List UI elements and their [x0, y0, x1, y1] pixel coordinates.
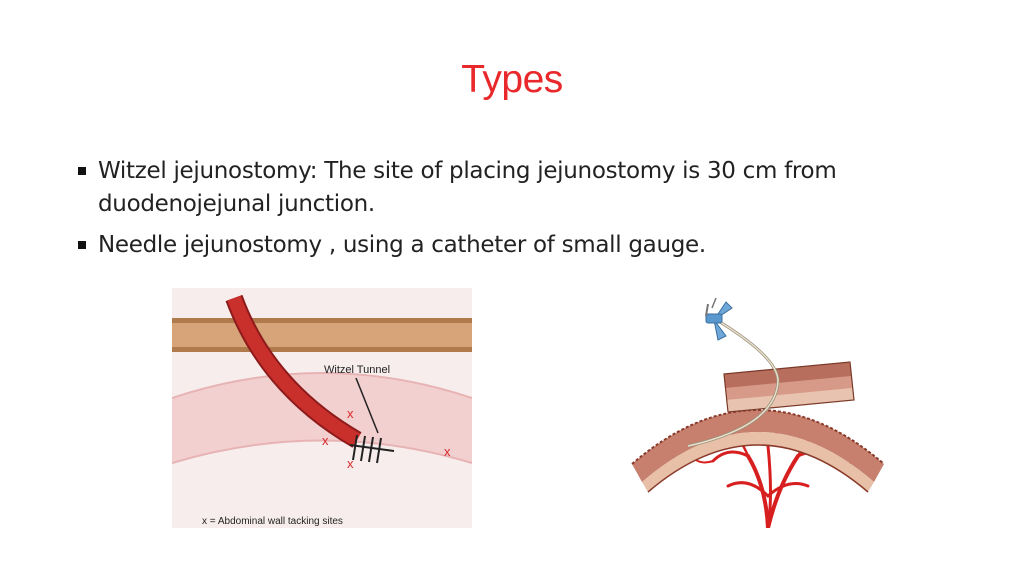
bullet-item: Needle jejunostomy , using a catheter of…	[78, 229, 938, 262]
bullet-list: Witzel jejunostomy: The site of placing …	[78, 155, 938, 262]
tacking-site-marker: x	[347, 456, 354, 471]
bullet-text: Witzel jejunostomy: The site of placing …	[98, 158, 837, 217]
tacking-site-marker: x	[347, 406, 354, 421]
needle-jejunostomy-illustration	[628, 296, 888, 530]
square-bullet-icon	[78, 241, 86, 249]
square-bullet-icon	[78, 167, 86, 175]
tacking-site-marker: x	[322, 433, 329, 448]
witzel-tunnel-illustration: Witzel Tunnel x x x x x = Abdominal wall…	[171, 288, 473, 528]
tacking-site-marker: x	[444, 444, 451, 459]
bullet-text: Needle jejunostomy , using a catheter of…	[98, 232, 706, 258]
witzel-tunnel-label: Witzel Tunnel	[324, 364, 390, 376]
tacking-site-legend: x = Abdominal wall tacking sites	[202, 516, 343, 527]
slide-title: Types	[461, 58, 563, 101]
bullet-item: Witzel jejunostomy: The site of placing …	[78, 155, 938, 221]
